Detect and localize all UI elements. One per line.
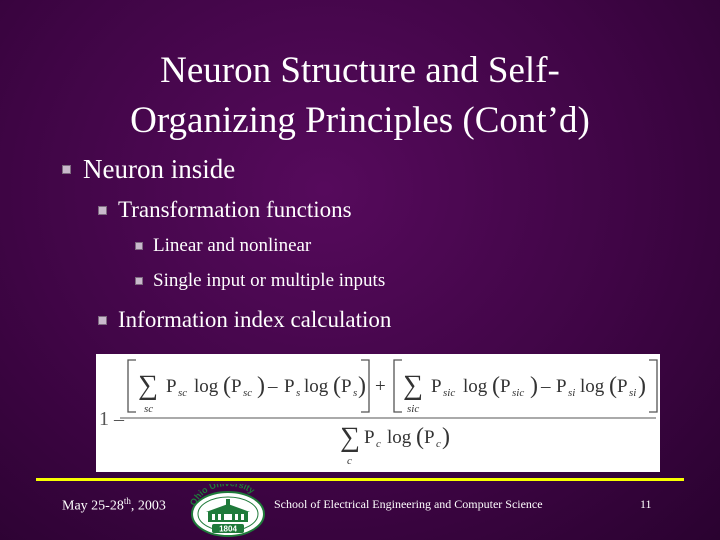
- p-subscript: s: [353, 387, 357, 399]
- right-bracket-1: [361, 359, 370, 413]
- paren: ): [358, 373, 366, 399]
- footer-date-year: , 2003: [130, 498, 166, 514]
- paren: ): [257, 373, 265, 399]
- sum-subscript: sic: [407, 403, 419, 415]
- p-subscript: sc: [243, 387, 252, 399]
- formula-one-minus: 1 –: [99, 408, 125, 430]
- bullet-transformation-functions: Transformation functions: [98, 197, 352, 223]
- ohio-university-seal-logo: Ohio University 1804: [186, 478, 270, 538]
- footer-date-sup: th: [123, 496, 131, 506]
- bullet-text: Linear and nonlinear: [153, 235, 312, 256]
- paren: (: [416, 424, 424, 450]
- p-subscript: c: [436, 438, 441, 450]
- square-bullet-icon: [135, 277, 143, 285]
- p-symbol: P: [424, 427, 435, 448]
- information-index-formula: 1 – ∑ sc P sc log ( P sc ) – P s log ( P…: [96, 354, 660, 472]
- square-bullet-icon: [62, 165, 71, 174]
- p-subscript: s: [296, 387, 300, 399]
- plus-sign: +: [375, 376, 386, 397]
- sum-subscript: sc: [144, 403, 153, 415]
- minus-sign: –: [540, 376, 551, 397]
- footer-date: May 25-28th, 2003: [62, 496, 166, 515]
- bullet-information-index: Information index calculation: [98, 307, 391, 333]
- square-bullet-icon: [98, 205, 107, 215]
- log-text: log: [463, 376, 488, 397]
- p-subscript: si: [568, 387, 575, 399]
- p-symbol: P: [500, 376, 511, 397]
- p-symbol: P: [364, 427, 375, 448]
- bullet-text: Neuron inside: [83, 154, 236, 184]
- p-symbol: P: [166, 376, 177, 397]
- left-bracket-2: [393, 359, 402, 413]
- sum-symbol: ∑: [138, 370, 158, 401]
- page-number: 11: [640, 497, 652, 511]
- minus-sign: –: [267, 376, 278, 397]
- p-symbol: P: [431, 376, 442, 397]
- p-symbol: P: [617, 376, 628, 397]
- paren: (: [609, 373, 617, 399]
- logo-year: 1804: [219, 525, 237, 534]
- paren: ): [530, 373, 538, 399]
- p-subscript: si: [629, 387, 636, 399]
- square-bullet-icon: [98, 315, 107, 325]
- bullet-text: Transformation functions: [118, 197, 352, 222]
- title-line-2: Organizing Principles (Cont’d): [130, 100, 590, 141]
- slide-title: Neuron Structure and Self- Organizing Pr…: [40, 46, 680, 146]
- square-bullet-icon: [135, 242, 143, 250]
- log-text: log: [194, 376, 219, 397]
- left-bracket-1: [127, 359, 136, 413]
- bullet-single-multiple-inputs: Single input or multiple inputs: [135, 270, 385, 292]
- p-subscript: sc: [178, 387, 187, 399]
- footer-school-name: School of Electrical Engineering and Com…: [274, 497, 543, 511]
- log-text: log: [387, 427, 412, 448]
- bullet-linear-nonlinear: Linear and nonlinear: [135, 235, 311, 257]
- sum-symbol: ∑: [340, 422, 360, 453]
- footer-divider: [36, 478, 684, 481]
- paren: (: [492, 373, 500, 399]
- p-symbol: P: [341, 376, 352, 397]
- bullet-text: Information index calculation: [118, 307, 392, 332]
- p-symbol: P: [284, 376, 295, 397]
- paren: (: [333, 373, 341, 399]
- paren: ): [638, 373, 646, 399]
- p-subscript: c: [376, 438, 381, 450]
- p-symbol: P: [231, 376, 242, 397]
- log-text: log: [304, 376, 329, 397]
- p-subscript: sic: [443, 387, 455, 399]
- paren: (: [223, 373, 231, 399]
- footer-date-main: May 25-28: [62, 498, 124, 514]
- log-text: log: [580, 376, 605, 397]
- title-line-1: Neuron Structure and Self-: [160, 50, 560, 91]
- paren: ): [442, 424, 450, 450]
- p-subscript: sic: [512, 387, 524, 399]
- right-bracket-2: [649, 359, 658, 413]
- sum-subscript: c: [347, 455, 352, 467]
- sum-symbol: ∑: [403, 370, 423, 401]
- bullet-neuron-inside: Neuron inside: [62, 154, 235, 185]
- bullet-text: Single input or multiple inputs: [153, 270, 386, 291]
- p-symbol: P: [556, 376, 567, 397]
